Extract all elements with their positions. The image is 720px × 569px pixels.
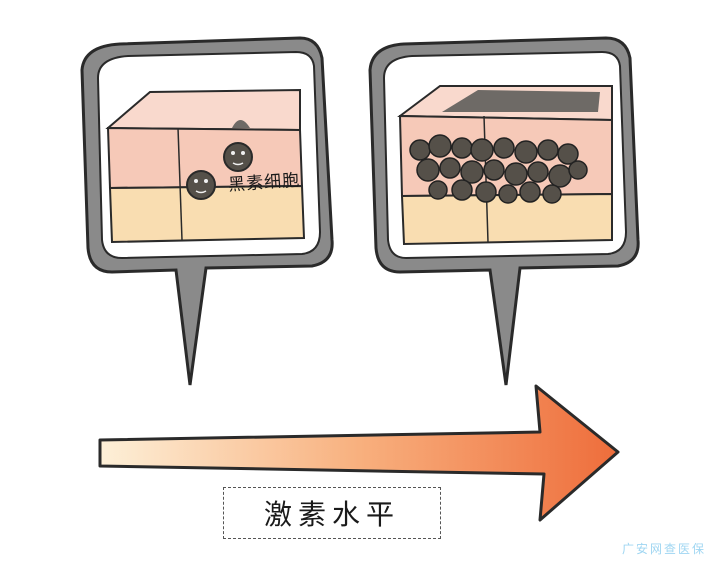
melanocyte-cell	[186, 170, 216, 200]
hormone-level-label: 激素水平	[263, 498, 400, 531]
arrow-right-icon	[98, 384, 620, 522]
watermark: 广安网查医保	[621, 542, 706, 556]
pigmented-skin-block	[397, 85, 613, 246]
normal-skin-block	[105, 88, 306, 244]
melanocyte-cell	[223, 142, 253, 172]
axis-label-box: 激素水平	[223, 487, 441, 539]
melanocyte-label: 黑素细胞	[227, 170, 301, 196]
melanin-cluster	[409, 134, 588, 204]
